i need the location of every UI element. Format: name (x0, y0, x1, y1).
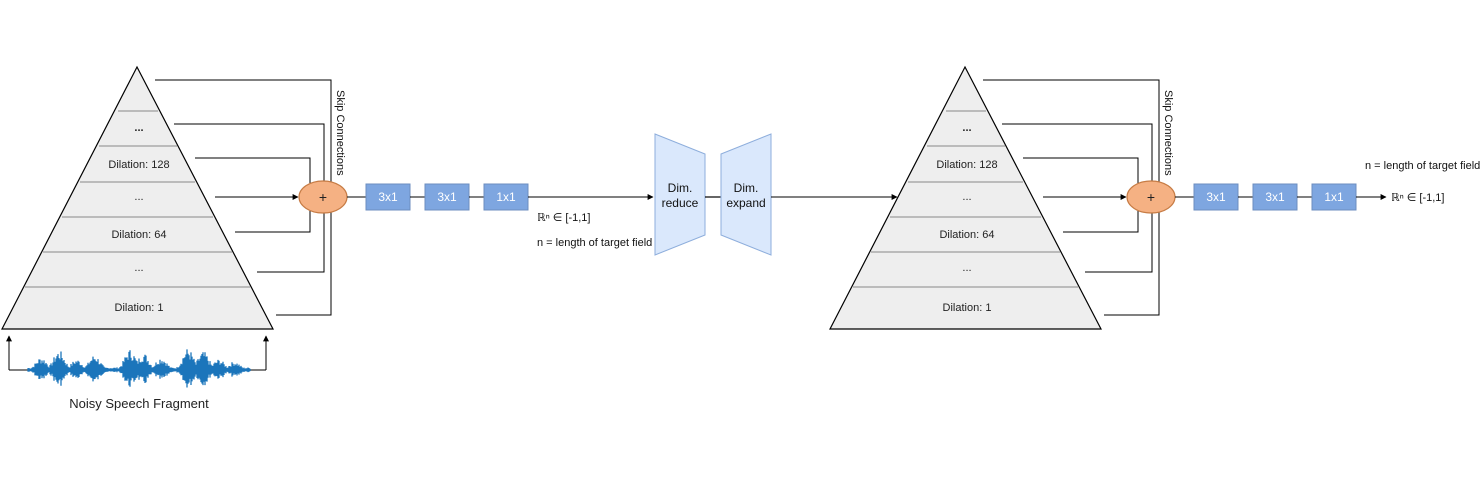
right-layer-dilation-64: Dilation: 64 (939, 229, 994, 241)
left-layer-dividers (25, 110, 250, 288)
left-dilation-pyramid (1, 65, 274, 330)
right-conv-block-1-label: 3x1 (1206, 190, 1226, 204)
right-dilation-pyramid (829, 65, 1102, 330)
middle-n-note: n = length of target field (537, 237, 652, 249)
left-conv-block-2-label: 3x1 (437, 190, 457, 204)
left-layer-dilation-128: Dilation: 128 (108, 159, 169, 171)
left-stack: ... Dilation: 128 ... Dilation: 64 ... D… (1, 65, 654, 330)
right-layer-ellipsis-low: ... (962, 262, 971, 274)
right-conv-block-3-label: 1x1 (1324, 190, 1344, 204)
left-layer-ellipsis-mid: ... (134, 191, 143, 203)
dim-reduce-block (654, 133, 706, 256)
right-conv-block-3 (1311, 183, 1357, 211)
left-conv-block-3-label: 1x1 (496, 190, 516, 204)
waveform-graphic (27, 349, 251, 388)
left-layer-ellipsis-low: ... (134, 262, 143, 274)
right-layer-ellipsis-mid: ... (962, 191, 971, 203)
right-layer-dilation-128: Dilation: 128 (936, 159, 997, 171)
left-layer-dilation-1: Dilation: 1 (115, 302, 164, 314)
noisy-speech-input: Noisy Speech Fragment (6, 335, 269, 411)
output-space: ℝⁿ ∈ [-1,1] (1391, 192, 1445, 204)
left-layer-ellipsis-top: ... (134, 122, 143, 134)
right-conv-block-2-label: 3x1 (1265, 190, 1285, 204)
right-skip-label: Skip Connections (1162, 90, 1174, 176)
dim-expand-line1: Dim. (734, 181, 759, 195)
output-n-note: n = length of target field (1365, 160, 1480, 172)
right-layer-ellipsis-top: ... (962, 122, 971, 134)
right-layer-dilation-1: Dilation: 1 (943, 302, 992, 314)
dim-reduce-line1: Dim. (668, 181, 693, 195)
dim-reduce-line2: reduce (662, 196, 699, 210)
dim-expand-block (720, 133, 772, 256)
right-skip-connections (983, 79, 1160, 316)
waveform-path (27, 349, 251, 388)
left-sum-symbol: + (319, 189, 327, 205)
left-conv-block-1-label: 3x1 (378, 190, 398, 204)
left-skip-connections (155, 79, 332, 316)
dim-expand-line2: expand (726, 196, 765, 210)
input-caption: Noisy Speech Fragment (69, 396, 209, 411)
right-sum-symbol: + (1147, 189, 1155, 205)
left-conv-block-1 (365, 183, 411, 211)
left-conv-block-2 (424, 183, 470, 211)
middle-output-space: ℝⁿ ∈ [-1,1] (537, 212, 591, 224)
left-skip-label: Skip Connections (334, 90, 346, 176)
left-conv-block-3 (483, 183, 529, 211)
left-layer-dilation-64: Dilation: 64 (111, 229, 166, 241)
right-layer-dividers (853, 110, 1078, 288)
right-stack: ... Dilation: 128 ... Dilation: 64 ... D… (829, 65, 1387, 330)
